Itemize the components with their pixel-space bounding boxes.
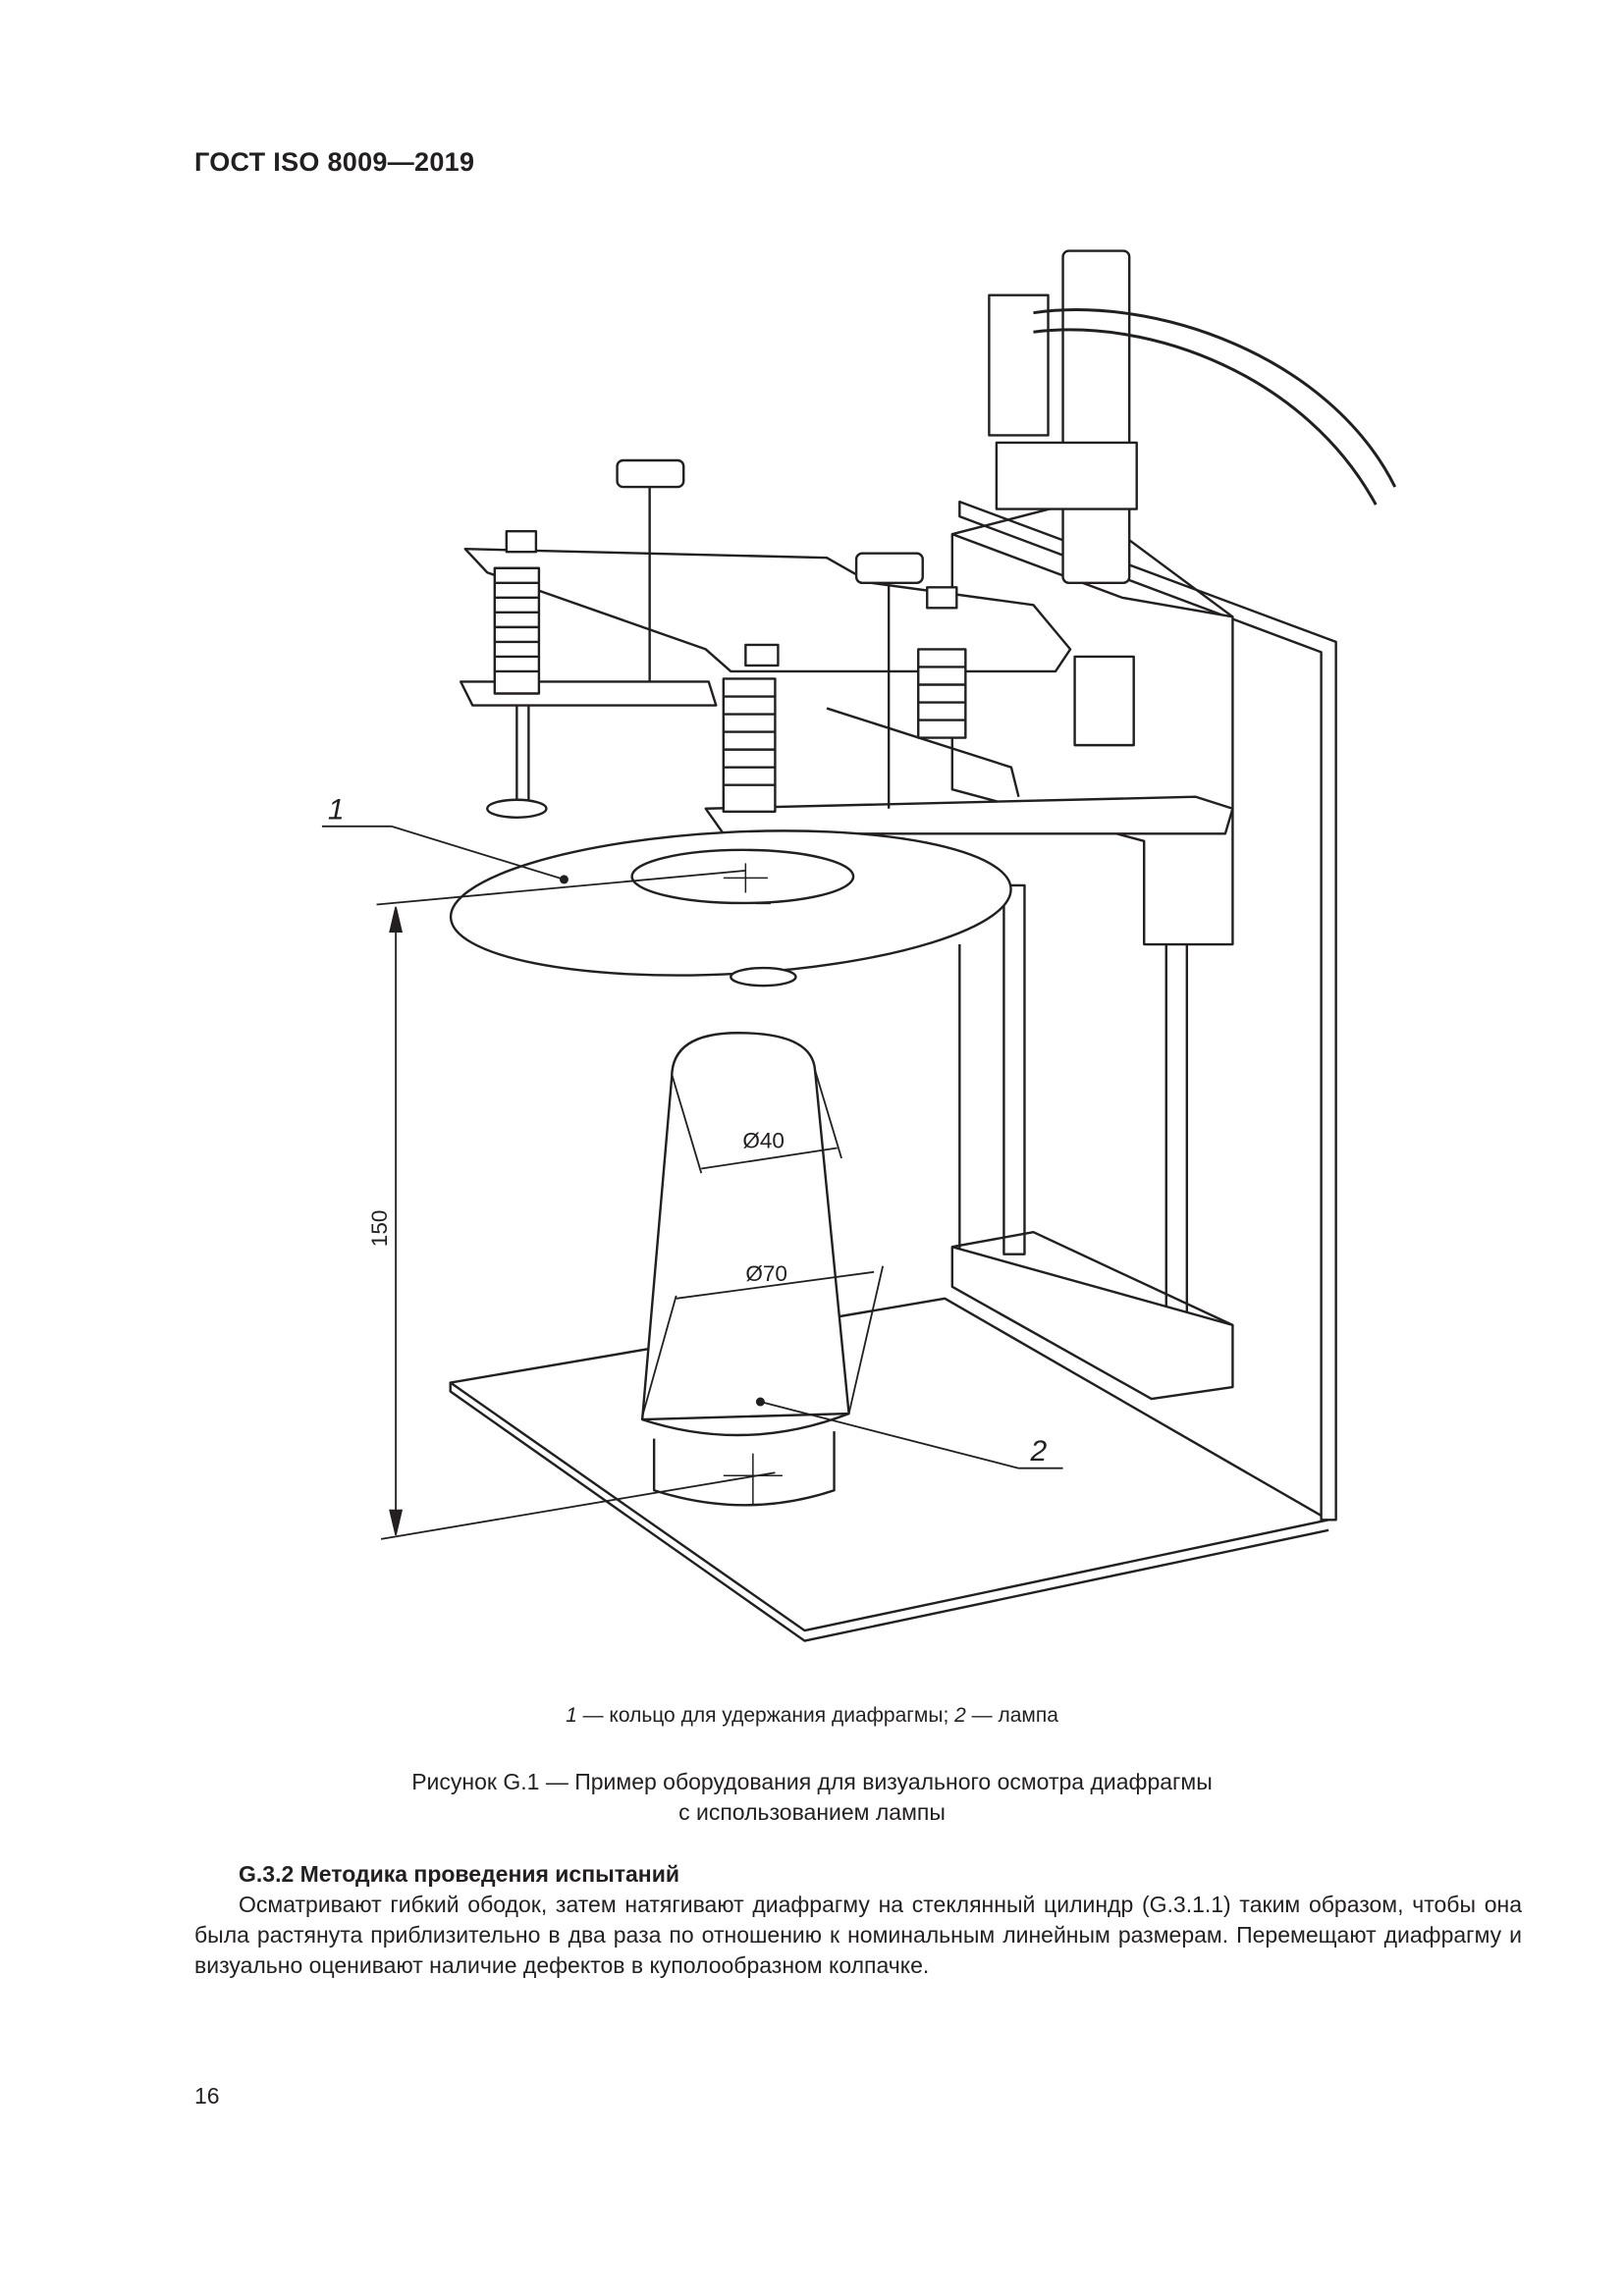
dimension-d70: Ø70 — [745, 1261, 787, 1286]
legend-key-1: 1 — [566, 1704, 577, 1727]
section-heading: G.3.2 Методика проведения испытаний — [239, 1861, 679, 1887]
legend-text-1: — кольцо для удержания диафрагмы; — [576, 1704, 955, 1727]
guide-rod — [1002, 883, 1026, 1255]
adjust-knob — [616, 458, 685, 489]
figure-caption: Рисунок G.1 — Пример оборудования для ви… — [0, 1767, 1624, 1828]
holder-arm — [463, 547, 1072, 673]
callout-2: 2 — [1029, 1435, 1047, 1468]
legend-text-2: — лампа — [965, 1704, 1058, 1727]
dimension-d40: Ø40 — [742, 1129, 785, 1153]
section-g32: G.3.2 Методика проведения испытаний Осма… — [194, 1859, 1522, 1981]
vertical-tube — [1061, 249, 1131, 584]
page-number: 16 — [194, 2083, 220, 2109]
section-body: Осматривают гибкий ободок, затем натягив… — [194, 1892, 1522, 1978]
document-header: ГОСТ ISO 8009—2019 — [194, 147, 475, 177]
spring — [493, 566, 541, 695]
legend-key-2: 2 — [954, 1704, 966, 1727]
caption-line-2: с использованием лампы — [678, 1799, 946, 1825]
lower-bracket — [950, 1246, 1234, 1401]
dimension-150: 150 — [367, 1210, 392, 1248]
back-plate — [958, 500, 1337, 1522]
spring — [917, 648, 967, 739]
clamp-block — [988, 294, 1050, 437]
callout-1: 1 — [328, 793, 345, 826]
adjust-knob — [854, 552, 924, 584]
hose — [1033, 308, 1397, 506]
lamp — [640, 1032, 850, 1507]
figure-legend: 1 — кольцо для удержания диафрагмы; 2 — … — [0, 1704, 1624, 1728]
spring — [722, 677, 777, 813]
caption-line-1: Рисунок G.1 — Пример оборудования для ви… — [411, 1769, 1213, 1794]
